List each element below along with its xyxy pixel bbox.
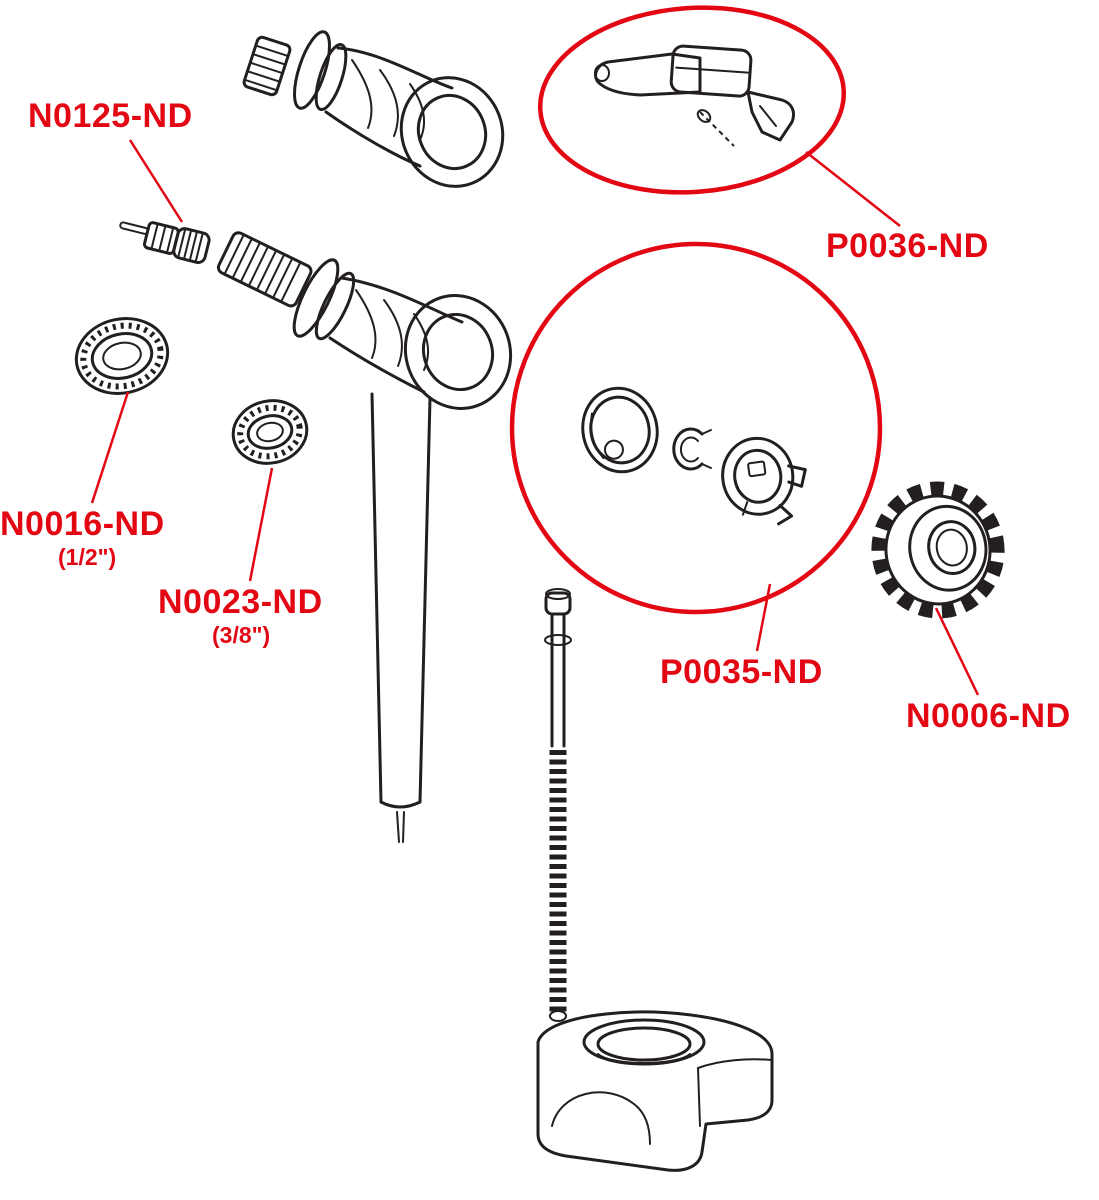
size-note: (3/8") xyxy=(212,622,271,648)
part-number: N0125-ND xyxy=(28,97,193,135)
part-label-n0023: N0023-ND (3/8") xyxy=(158,583,323,649)
highlight-circle-p0035 xyxy=(509,241,883,615)
highlight-ellipse-p0036 xyxy=(537,5,847,195)
leader-line-n0125 xyxy=(128,139,184,223)
part-number: N0006-ND xyxy=(906,697,1071,735)
threaded-rod-icon xyxy=(544,588,572,1022)
part-label-n0006: N0006-ND xyxy=(906,697,1071,736)
fill-valve-top-icon xyxy=(242,30,505,188)
washer-half-inch-icon xyxy=(74,317,170,395)
knurled-nut-icon xyxy=(871,481,1005,619)
part-number: P0036-ND xyxy=(826,227,989,265)
leader-line-n0023 xyxy=(248,467,274,582)
size-note: (1/2") xyxy=(58,544,117,570)
part-number: P0035-ND xyxy=(660,653,823,691)
membrane-kit-icon xyxy=(581,386,807,526)
part-label-p0036: P0036-ND xyxy=(826,227,989,266)
plunger-pin-icon xyxy=(119,221,211,265)
part-label-p0035: P0035-ND xyxy=(660,653,823,692)
part-number: N0023-ND xyxy=(158,583,323,621)
leader-line-n0006 xyxy=(934,607,980,696)
leader-line-n0016 xyxy=(90,391,130,504)
washer-three-eighths-icon xyxy=(231,399,309,465)
part-number: N0016-ND xyxy=(0,505,165,543)
part-label-n0125: N0125-ND xyxy=(28,97,193,136)
part-label-n0016: N0016-ND (1/2") xyxy=(0,505,165,571)
bracket-icon xyxy=(536,1010,774,1172)
fill-valve-main-icon xyxy=(216,231,513,843)
leader-line-p0035 xyxy=(755,583,772,652)
leader-line-p0036 xyxy=(805,151,901,227)
float-lever-icon xyxy=(594,44,796,147)
